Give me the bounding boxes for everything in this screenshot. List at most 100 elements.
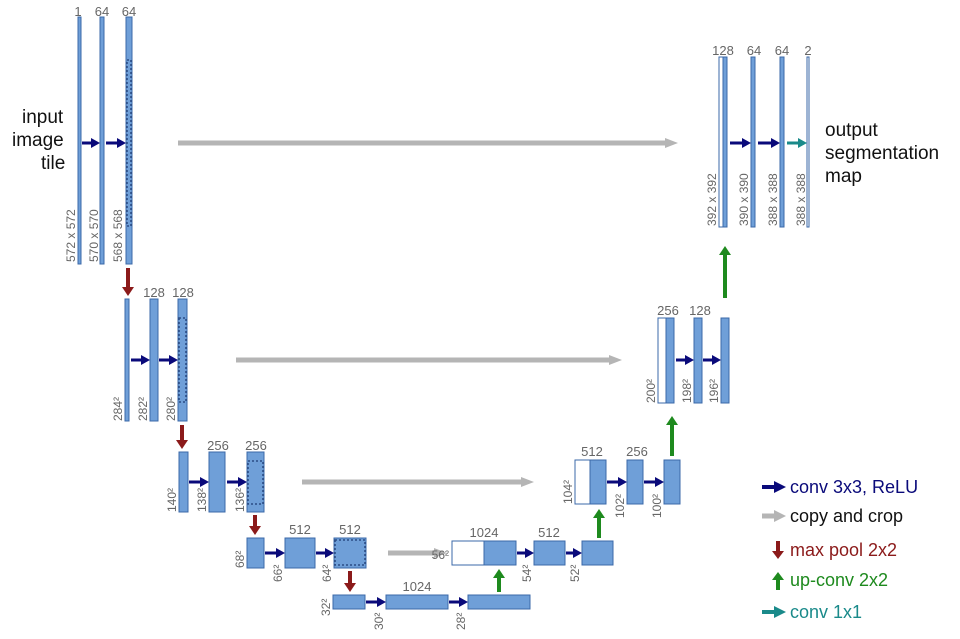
dim-l4-0: 68² — [233, 551, 247, 568]
arrow-conv-r2-a-head — [685, 355, 694, 365]
arrow-upconv-r4-head — [593, 509, 605, 518]
legend-conv1x1-label: conv 1x1 — [790, 602, 862, 622]
arrow-conv-r3-a-head — [618, 477, 627, 487]
legend-icons — [762, 481, 786, 618]
map-l1-conv2-crop-region — [126, 59, 132, 227]
input-label-line1: input — [22, 107, 64, 128]
arrow-copy-l3-head — [521, 477, 534, 487]
legend-conv1x1-icon-head — [774, 606, 786, 618]
input-label-line3: tile — [41, 153, 65, 174]
chan-r1-1: 64 — [747, 43, 761, 58]
legend-conv-icon-head — [774, 481, 786, 493]
legend-conv-label: conv 3x3, ReLU — [790, 477, 918, 497]
arrow-conv-l2-b-head — [169, 355, 178, 365]
dim-r2-1: 198² — [680, 379, 694, 403]
feature-maps — [77, 16, 810, 610]
chan-r3-1: 256 — [626, 444, 648, 459]
chan-r1-2: 64 — [775, 43, 789, 58]
map-l3-conv1 — [208, 451, 226, 513]
arrow-conv-l3-a-head — [200, 477, 209, 487]
arrow-conv-l4-b-head — [325, 548, 334, 558]
chan-l2-0: 128 — [143, 285, 165, 300]
arrow-conv-r1-b-head — [771, 138, 780, 148]
dim-l4-1: 66² — [271, 565, 285, 582]
output-label-line1: output — [825, 120, 879, 141]
chan-r3-0: 512 — [581, 444, 603, 459]
map-r4-up — [483, 540, 517, 566]
dim-l1-1: 570 x 570 — [87, 209, 101, 262]
chan-l4-1: 512 — [339, 522, 361, 537]
map-l4-conv2 — [333, 537, 367, 569]
dim-l3-2: 136² — [233, 488, 247, 512]
map-l1-input — [77, 16, 82, 265]
arrow-conv-r2-b-head — [712, 355, 721, 365]
chan-l1-2: 64 — [122, 4, 136, 19]
arrow-conv-r4-a-head — [525, 548, 534, 558]
arrow-copy-l1-head — [665, 138, 678, 148]
arrow-conv-l4-a-head — [276, 548, 285, 558]
arrow-conv-r1-a-head — [742, 138, 751, 148]
map-r2-conv1 — [693, 317, 703, 404]
map-l4-conv2-crop-region — [334, 539, 366, 566]
map-r3-copy — [574, 459, 591, 505]
dim-r1-0: 392 x 392 — [705, 173, 719, 226]
dim-l1-0: 572 x 572 — [64, 209, 78, 262]
map-r4-copy — [451, 540, 485, 566]
dim-l1-2: 568 x 568 — [111, 209, 125, 262]
legend-upconv-icon-head — [772, 572, 784, 580]
dim-r1-3: 388 x 388 — [794, 173, 808, 226]
map-l2-conv1 — [149, 298, 159, 422]
map-r3-conv2 — [663, 459, 681, 505]
chan-l1-1: 64 — [95, 4, 109, 19]
chan-r2-1: 128 — [689, 303, 711, 318]
legend-copy-icon-head — [774, 510, 786, 522]
chan-l1-0: 1 — [74, 4, 81, 19]
map-r1-up — [722, 56, 728, 228]
arrow-conv1x1-head — [798, 138, 807, 148]
chan-r4-1: 512 — [538, 525, 560, 540]
dim-r3-0: 104² — [561, 480, 575, 504]
map-r4-conv2 — [581, 540, 614, 566]
dim-l5-1: 30² — [372, 613, 386, 630]
dim-r2-0: 200² — [644, 379, 658, 403]
arrow-conv-l1-b-head — [117, 138, 126, 148]
dim-r3-2: 100² — [650, 494, 664, 518]
chan-l5-0: 1024 — [403, 579, 432, 594]
chan-l2-1: 128 — [172, 285, 194, 300]
chan-r4-0: 1024 — [470, 525, 499, 540]
map-l3-pool — [178, 451, 189, 513]
map-r1-copy — [718, 56, 724, 228]
dim-r4-2: 52² — [568, 565, 582, 582]
dim-l2-1: 282² — [136, 397, 150, 421]
arrow-conv-r4-b-head — [573, 548, 582, 558]
map-r3-up — [589, 459, 607, 505]
arrow-upconv-l5-head — [493, 569, 505, 578]
legend-pool-label: max pool 2x2 — [790, 540, 897, 560]
map-l3-conv2-crop-region — [247, 460, 264, 505]
chan-l3-0: 256 — [207, 438, 229, 453]
dim-r4-1: 54² — [520, 565, 534, 582]
arrow-conv-l2-a-head — [141, 355, 150, 365]
map-r1-conv1 — [750, 56, 756, 228]
legend-copy-label: copy and crop — [790, 506, 903, 526]
map-r4-conv1 — [533, 540, 566, 566]
arrow-conv-l3-b-head — [238, 477, 247, 487]
chan-r1-3: 2 — [804, 43, 811, 58]
map-l2-conv2-crop-region — [178, 317, 187, 403]
arrow-conv-l5-a-head — [377, 597, 386, 607]
dim-r1-1: 390 x 390 — [737, 173, 751, 226]
arrows — [82, 138, 807, 607]
arrow-pool-l2-head — [176, 440, 188, 449]
arrow-pool-l3-head — [249, 526, 261, 535]
legend-upconv-label: up-conv 2x2 — [790, 570, 888, 590]
map-l5-pool — [332, 594, 366, 610]
dim-r3-1: 102² — [613, 494, 627, 518]
dim-l5-2: 28² — [454, 613, 468, 630]
dim-l3-1: 138² — [195, 488, 209, 512]
dim-l2-2: 280² — [164, 397, 178, 421]
output-label-line2: segmentation — [825, 143, 939, 164]
map-l5-conv2 — [467, 594, 531, 610]
map-l4-pool — [246, 537, 265, 569]
arrow-upconv-r3-head — [666, 416, 678, 425]
dim-r2-2: 196² — [707, 379, 721, 403]
